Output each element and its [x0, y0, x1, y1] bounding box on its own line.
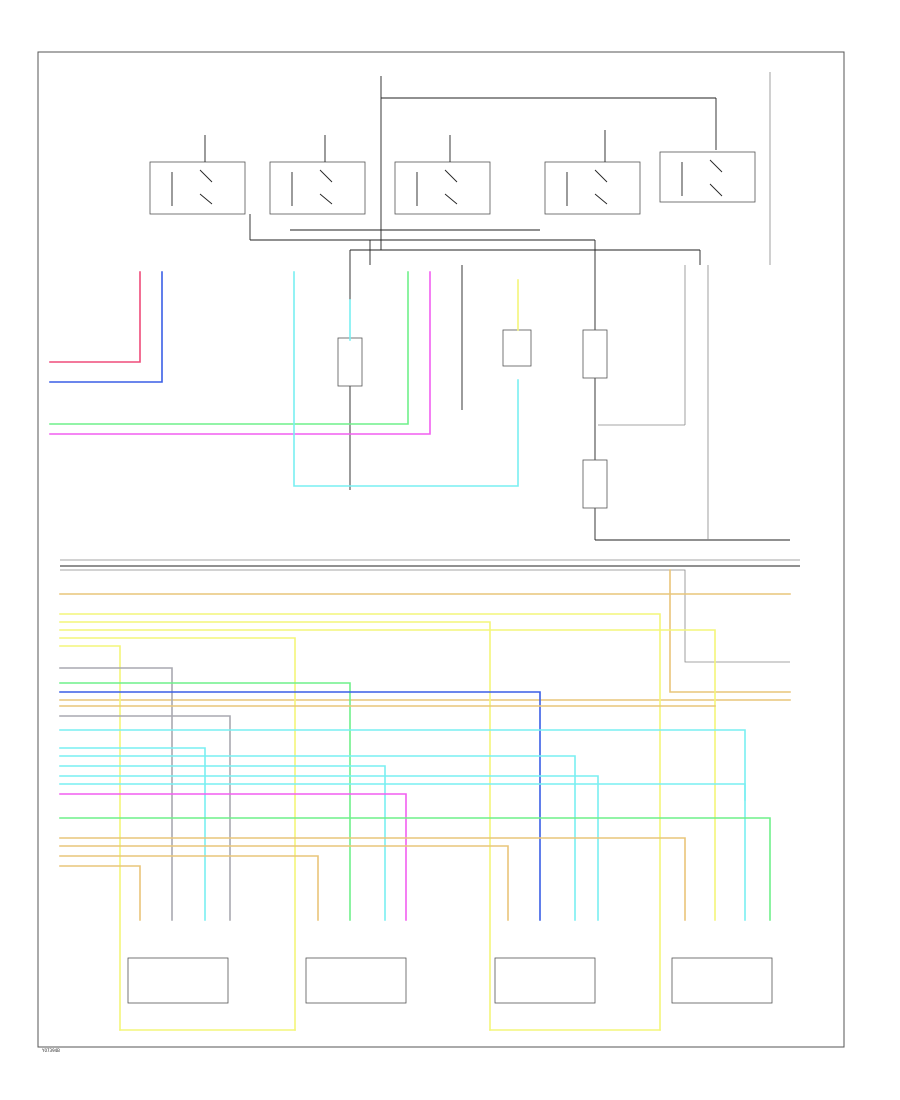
switch-feed-lines	[204, 130, 701, 265]
sensor-components	[337, 329, 608, 509]
drop-lines	[349, 240, 790, 541]
switch-block-2	[269, 161, 366, 215]
top-bus	[380, 72, 771, 265]
actuator-modules	[127, 957, 773, 1004]
footer-code: Y07394B	[41, 1048, 60, 1053]
switch-block-4	[544, 161, 641, 215]
diagram-frame	[37, 51, 845, 1048]
switch-block-1	[149, 161, 246, 215]
switch-block-3	[394, 161, 491, 215]
colored-wires-top	[49, 271, 519, 487]
harness-gray-lines	[60, 559, 800, 663]
harness-wires	[59, 569, 791, 1031]
switch-block-5	[659, 151, 756, 203]
